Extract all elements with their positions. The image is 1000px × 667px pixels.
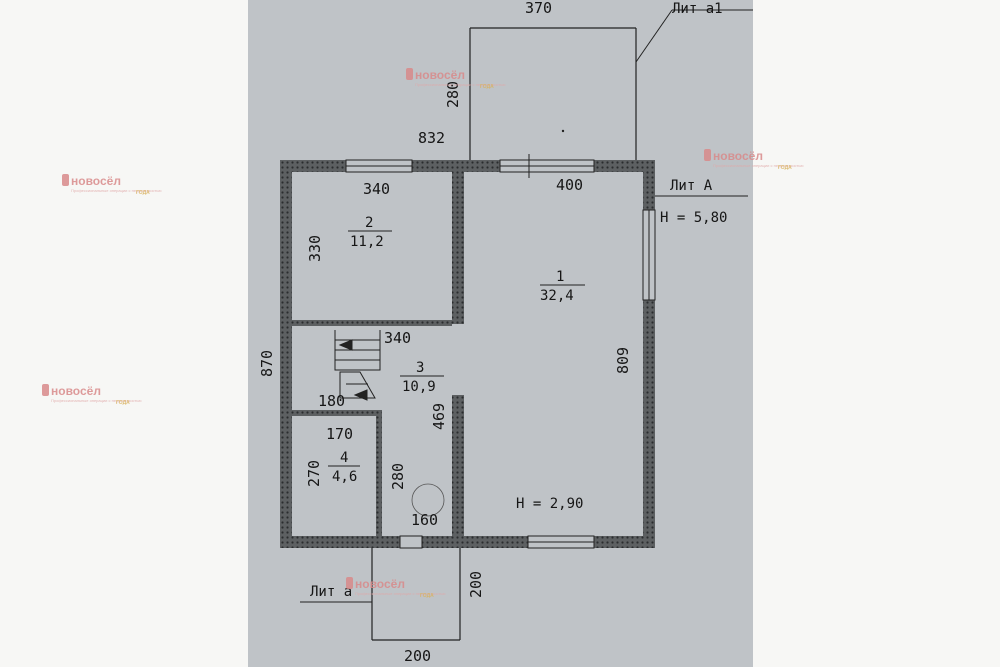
dim-280-annex: 280 (444, 81, 462, 108)
svg-text:Профессиональные операции с не: Профессиональные операции с недвижимость… (51, 398, 141, 403)
lit-labels: Лит а1 Лит А H = 5,80 H = 2,90 Лит а (310, 1, 748, 600)
room-4-number: 4 (340, 450, 348, 466)
room-4-area: 4,6 (332, 469, 357, 485)
room-2-area: 11,2 (350, 234, 384, 250)
svg-text:новосёл: новосёл (71, 174, 121, 188)
dim-832: 832 (418, 129, 445, 147)
dim-170: 170 (326, 425, 353, 443)
dim-200-vertical: 200 (467, 571, 485, 598)
svg-text:новосёл: новосёл (355, 577, 405, 591)
dim-340-top: 340 (363, 180, 390, 198)
watermark-top: новосёл Профессиональные операции с недв… (406, 68, 505, 90)
svg-text:ГОДА: ГОДА (136, 190, 150, 196)
svg-text:новосёл: новосёл (713, 149, 763, 163)
dimension-labels: 370 280 832 400 340 330 870 809 340 180 … (258, 0, 632, 665)
dim-270: 270 (305, 460, 323, 487)
svg-text:ГОДА: ГОДА (116, 400, 130, 406)
label-lit-a: Лит а (310, 584, 352, 600)
label-lit-a1: Лит а1 (672, 1, 723, 17)
room-2-number: 2 (365, 215, 373, 231)
room-3-area: 10,9 (402, 379, 436, 395)
label-height-room: H = 2,90 (516, 496, 583, 512)
dim-400: 400 (556, 176, 583, 194)
dim-160: 160 (411, 511, 438, 529)
dim-870: 870 (258, 350, 276, 377)
svg-text:ГОДА: ГОДА (420, 593, 434, 599)
svg-text:ГОДА: ГОДА (480, 84, 494, 90)
room-1-area: 32,4 (540, 288, 574, 304)
watermark-left-bottom: новосёл Профессиональные операции с недв… (42, 384, 141, 406)
dim-180: 180 (318, 392, 345, 410)
room-3-label: 3 10,9 (400, 360, 444, 395)
dim-200-bottom: 200 (404, 647, 431, 665)
svg-text:Профессиональные операции с не: Профессиональные операции с недвижимость… (355, 591, 445, 596)
watermark-bottom: новосёл Профессиональные операции с недв… (346, 577, 445, 599)
annex-lit-a (300, 548, 461, 641)
room-1-number: 1 (556, 269, 564, 285)
svg-text:ГОДА: ГОДА (778, 165, 792, 171)
dim-330: 330 (306, 235, 324, 262)
room-2-label: 2 11,2 (348, 215, 392, 250)
watermark-left-top: новосёл Профессиональные операции с недв… (62, 174, 161, 196)
dim-370: 370 (525, 0, 552, 17)
room-3-number: 3 (416, 360, 424, 376)
label-lit-A: Лит А (670, 178, 713, 194)
svg-text:новосёл: новосёл (415, 68, 465, 82)
floor-fixture (411, 483, 445, 517)
svg-text:новосёл: новосёл (51, 384, 101, 398)
room-1-label: 1 32,4 (540, 269, 585, 304)
watermarks: новосёл Профессиональные операции с недв… (42, 68, 803, 599)
paper-sheet (248, 0, 753, 667)
svg-text:Профессиональные операции с не: Профессиональные операции с недвижимость… (71, 188, 161, 193)
dim-280-mid: 280 (389, 463, 407, 490)
svg-text:Профессиональные операции с не: Профессиональные операции с недвижимость… (713, 163, 803, 168)
outer-walls (280, 160, 655, 548)
windows (345, 154, 656, 549)
label-height-lit-A: H = 5,80 (660, 210, 727, 226)
annex-lit-a1 (469, 9, 753, 160)
staircase (334, 330, 381, 401)
room-labels: 1 32,4 2 11,2 3 10,9 4 4,6 (328, 215, 585, 485)
dim-469: 469 (430, 403, 448, 430)
svg-text:Профессиональные операции с не: Профессиональные операции с недвижимость… (415, 82, 505, 87)
dim-809: 809 (614, 347, 632, 374)
room-4-label: 4 4,6 (328, 450, 360, 485)
dim-340-mid: 340 (384, 329, 411, 347)
watermark-right: новосёл Профессиональные операции с недв… (704, 149, 803, 171)
